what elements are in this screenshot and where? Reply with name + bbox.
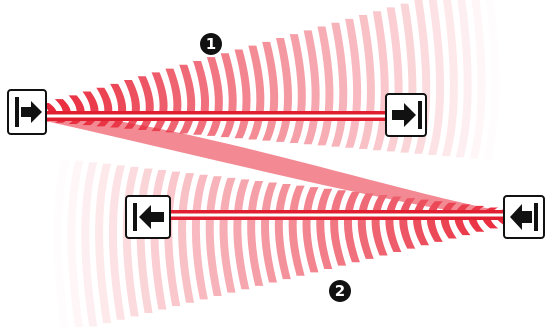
trail-arc-top [165, 68, 182, 133]
step-2-label: 2 [335, 282, 345, 300]
trail-arc-bottom [108, 165, 125, 320]
step-badge-1: 1 [200, 33, 222, 55]
trail-arc-top [137, 76, 154, 130]
trail-arc-bottom [357, 193, 374, 259]
trail-arc-bottom [399, 198, 416, 249]
trail-arc-bottom [247, 180, 264, 286]
trail-arc-top [483, 0, 500, 160]
trail-arc-bottom [81, 162, 98, 327]
move-left-end-icon [503, 195, 545, 239]
trail-arc-top [317, 26, 334, 146]
trail-arc-bottom [261, 182, 277, 283]
trail-arc-top [358, 15, 375, 149]
trail-arc-top [276, 38, 292, 142]
trail-arc-bottom [316, 188, 333, 269]
trail-arc-top [455, 0, 472, 158]
trail-arc-top [123, 80, 140, 129]
trail-arc-bottom [39, 157, 56, 327]
trail-connector [50, 112, 520, 220]
trail-arc-top [234, 49, 251, 139]
trail-arc-bottom [53, 159, 70, 327]
trail-arc-bottom [26, 156, 42, 327]
move-right-end-icon [385, 93, 427, 137]
trail-arc-top [206, 57, 223, 136]
trail-arc-bottom [150, 170, 167, 310]
trail-arc-bottom [205, 176, 222, 297]
step-1-label: 1 [206, 35, 216, 53]
trail-arc-top [262, 41, 279, 141]
trail-arc-bottom [122, 166, 139, 317]
trail-arc-bottom [136, 168, 153, 313]
trail-arc-bottom [343, 191, 360, 263]
step-badge-2: 2 [329, 280, 351, 302]
trail-arc-top [345, 18, 362, 148]
trail-arc-top [220, 53, 237, 138]
trail-arc-bottom [178, 173, 195, 303]
trail-arc-bottom [288, 185, 305, 276]
track-top [40, 111, 396, 121]
trail-arc-top [193, 60, 210, 135]
trail-arc-bottom [302, 187, 319, 273]
trail-arc-top [428, 0, 445, 155]
trail-arc-top [497, 0, 514, 161]
trail-arc-top [289, 34, 306, 144]
trail-arc-bottom [219, 177, 236, 293]
trail-arc-top [331, 22, 348, 147]
trail-arc-top [248, 45, 265, 140]
track-bottom [160, 210, 516, 220]
move-left-start-icon [125, 195, 171, 239]
motion-trail-bottom [26, 156, 512, 327]
move-right-start-icon [7, 89, 47, 135]
trail-arc-bottom [371, 194, 388, 256]
trail-arc-top [469, 0, 486, 159]
trail-arc-bottom [385, 196, 402, 253]
trail-arc-top [303, 30, 320, 145]
trail-arc-bottom [274, 184, 291, 280]
trail-arc-bottom [95, 163, 112, 324]
trail-arc-top [441, 0, 458, 157]
trail-arc-top [151, 72, 168, 132]
trail-arc-top [511, 0, 527, 163]
trail-arc-bottom [330, 190, 347, 266]
trail-arc-bottom [233, 179, 250, 290]
trail-arc-bottom [413, 199, 430, 246]
trail-arc-bottom [67, 160, 84, 327]
trail-arc-top [179, 64, 196, 134]
trail-arc-bottom [191, 174, 208, 300]
